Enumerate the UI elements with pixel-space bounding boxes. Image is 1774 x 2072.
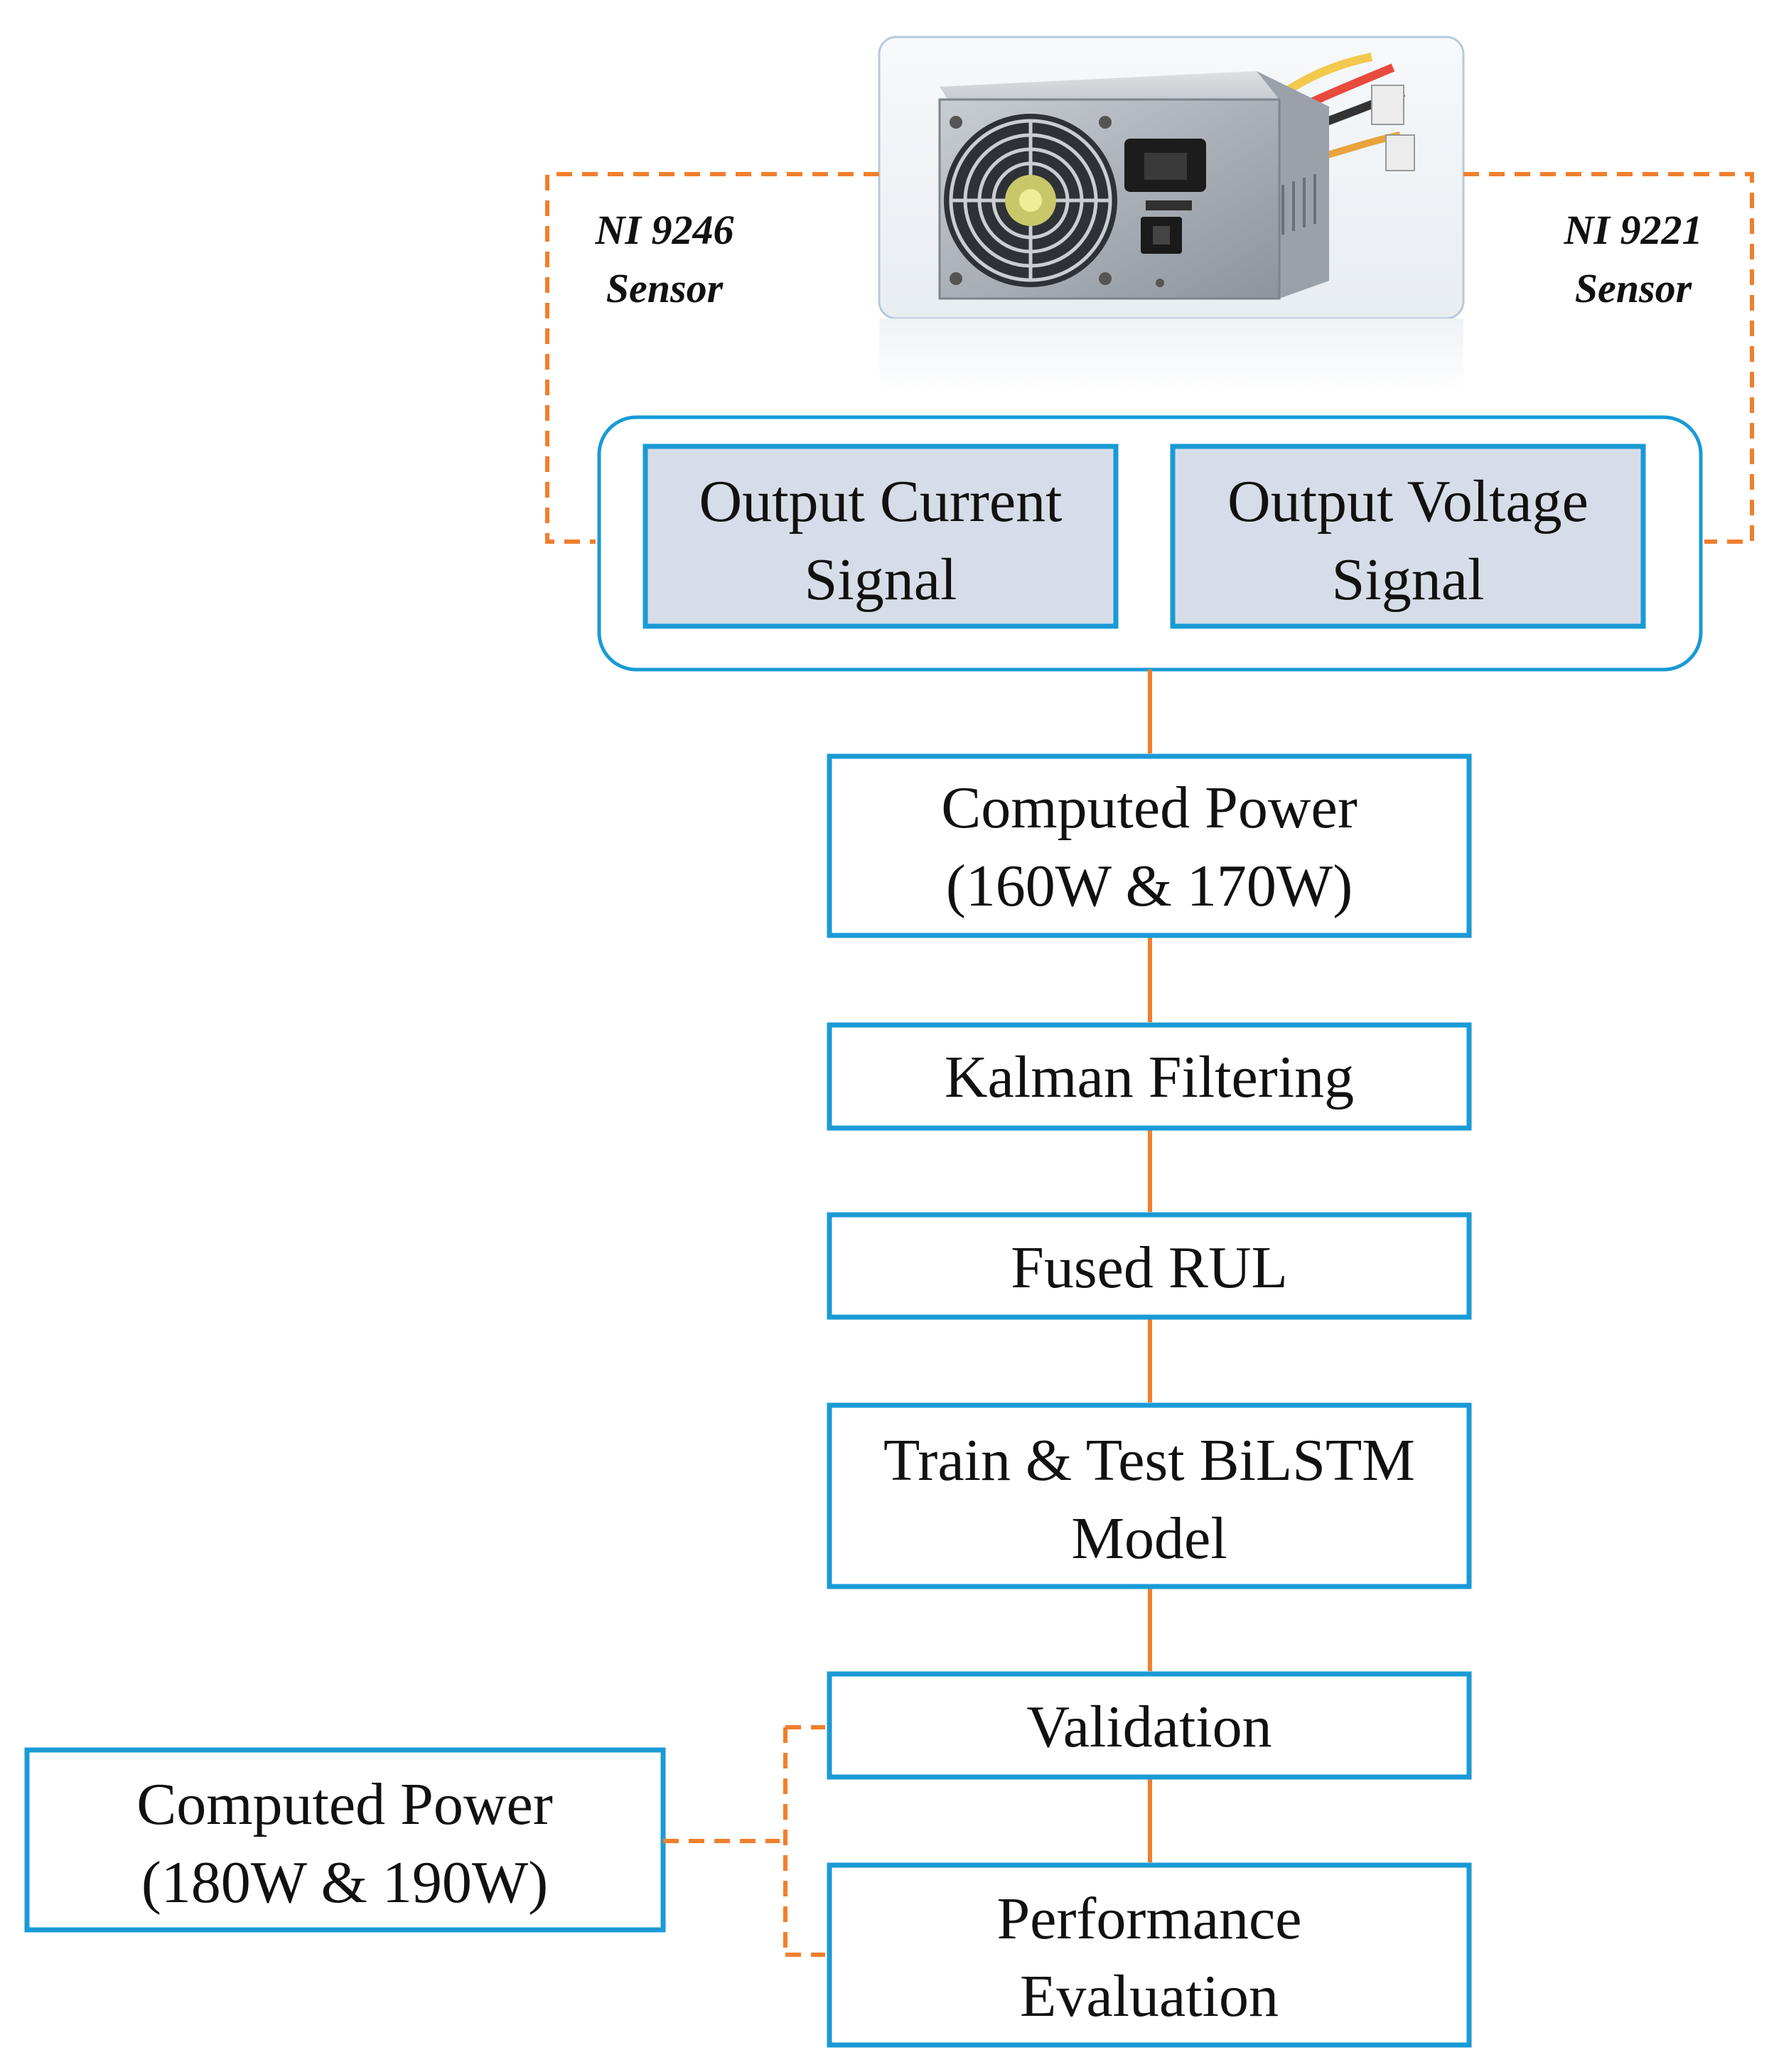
power-supply-unit-photo	[878, 36, 1465, 397]
kalman-filtering-label: Kalman Filtering	[945, 1044, 1354, 1110]
computed-power-train-line1: Computed Power	[941, 775, 1358, 841]
computed-power-test-line1: Computed Power	[136, 1771, 553, 1837]
fused-rul-label: Fused RUL	[1011, 1235, 1288, 1301]
power-socket-icon	[1124, 139, 1206, 210]
output-voltage-line1: Output Voltage	[1227, 468, 1588, 535]
kalman-filtering-box: Kalman Filtering	[827, 1022, 1472, 1131]
validation-box: Validation	[827, 1671, 1472, 1780]
bilstm-model-line2: Model	[1071, 1505, 1227, 1572]
bilstm-model-line1: Train & Test BiLSTM	[883, 1427, 1415, 1493]
output-current-line1: Output Current	[699, 468, 1063, 535]
computed-power-train-box: Computed Power (160W & 170W)	[827, 753, 1472, 938]
output-voltage-signal-box: Output Voltage Signal	[1170, 444, 1646, 629]
sensor-left-label-line1: NI 9246	[595, 207, 734, 253]
fused-rul-box: Fused RUL	[827, 1212, 1472, 1320]
output-voltage-line2: Signal	[1332, 547, 1485, 613]
computed-power-train-line2: (160W & 170W)	[946, 853, 1353, 919]
sensor-right-label-line2: Sensor	[1575, 265, 1692, 311]
validation-label: Validation	[1026, 1694, 1272, 1760]
sensor-left-label-line2: Sensor	[606, 265, 724, 311]
performance-evaluation-line2: Evaluation	[1020, 1963, 1279, 2029]
vent-icon	[1281, 174, 1316, 235]
output-current-line2: Signal	[805, 547, 957, 613]
sensor-right-connector	[1463, 172, 1754, 544]
performance-evaluation-line1: Performance	[996, 1886, 1301, 1952]
test-data-dashed-connectors	[663, 1724, 826, 1958]
computed-power-test-box: Computed Power (180W & 190W)	[24, 1747, 666, 1933]
sensor-left-connector	[545, 172, 879, 544]
power-switch-icon	[1141, 217, 1182, 254]
computed-power-test-line2: (180W & 190W)	[141, 1850, 548, 1916]
sensor-right-label-line1: NI 9221	[1564, 207, 1703, 253]
bilstm-model-box: Train & Test BiLSTM Model	[827, 1402, 1472, 1589]
output-current-signal-box: Output Current Signal	[643, 444, 1119, 629]
fan-icon	[944, 114, 1117, 287]
performance-evaluation-box: Performance Evaluation	[827, 1862, 1472, 2048]
